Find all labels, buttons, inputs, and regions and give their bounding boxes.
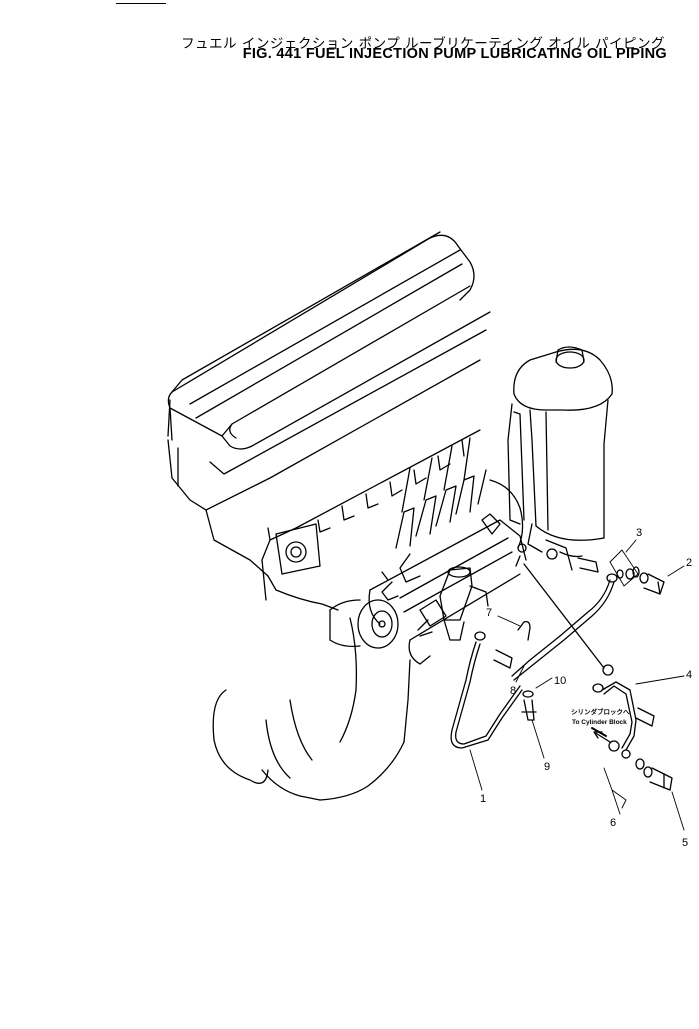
feed-tube [523,563,605,669]
callout-5: 5 [682,837,688,849]
callout-9: 9 [544,761,550,773]
joint-nut [602,664,614,676]
pipe-3 [511,573,618,681]
engine-block [167,231,491,801]
callout-10: 10 [554,675,566,687]
hardware [493,566,673,791]
callout-labels: 1 2 3 4 5 6 7 8 9 10 シリンダブロックへ To Cylind… [480,527,692,849]
pipe-1 [450,631,523,749]
callout-8: 8 [510,685,516,697]
leader-lines [469,539,685,831]
callout-3: 3 [636,527,642,539]
title-japanese: フュエル インジェクション ポンプ ルーブリケーティング オイル パイピング [181,36,665,52]
fuel-filter [507,346,613,573]
pipe-4 [592,681,637,759]
top-rule [116,3,166,4]
note-japanese: シリンダブロックへ [571,707,630,716]
note-to-cylinder-block: To Cylinder Block [572,719,627,726]
callout-6: 6 [610,817,616,829]
callout-1: 1 [480,793,486,805]
callout-4: 4 [686,669,692,681]
callout-7: 7 [486,607,492,619]
callout-2: 2 [686,557,692,569]
injection-pump [368,437,527,665]
figure-title: FIG. 441 FUEL INJECTION PUMP LUBRICATING… [242,46,667,62]
